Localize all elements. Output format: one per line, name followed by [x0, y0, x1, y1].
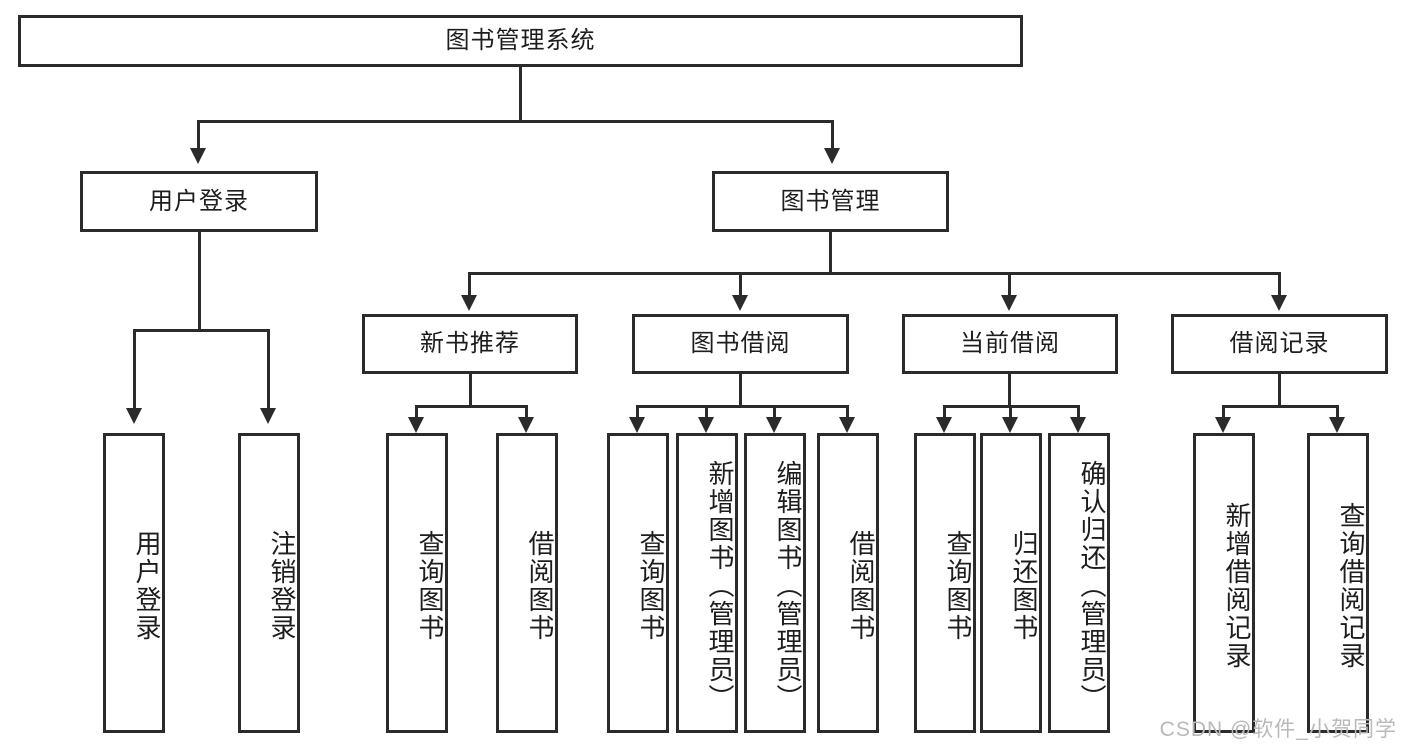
edge-book-manage-drop-3: [1008, 272, 1011, 296]
node-label: 新增图书（管理员）: [705, 460, 735, 712]
edge-root-to-book-manage: [831, 120, 834, 149]
arrow-to-leaf-query-book-2: [629, 417, 645, 433]
node-leaf-query-book-2[interactable]: 查询图书: [607, 433, 669, 733]
edge-root-stem: [519, 67, 522, 120]
edge-borrow-record-stem: [1278, 374, 1281, 405]
node-label: 用户登录: [149, 187, 249, 215]
node-leaf-query-book-1[interactable]: 查询图书: [386, 433, 448, 733]
edge-new-book-drop-1: [415, 405, 418, 418]
node-label: 图书管理系统: [445, 27, 596, 54]
arrow-to-leaf-logout-login: [260, 408, 276, 424]
node-label: 查询图书: [415, 530, 445, 642]
edge-book-borrow-stem: [739, 374, 742, 405]
node-new-book-recommend[interactable]: 新书推荐: [362, 314, 578, 374]
arrow-to-book-manage: [824, 148, 840, 164]
edge-new-book-stem: [469, 374, 472, 405]
node-label: 查询图书: [636, 530, 666, 642]
edge-current-borrow-drop-3: [1077, 405, 1080, 418]
edge-current-borrow-drop-2: [1009, 405, 1012, 418]
edge-book-borrow-drop-4: [846, 405, 849, 418]
node-label: 图书管理: [780, 187, 881, 215]
edge-book-manage-drop-2: [739, 272, 742, 296]
edge-user-login-drop-1: [133, 329, 136, 409]
edge-book-manage-drop-4: [1278, 272, 1281, 296]
edge-new-book-drop-2: [525, 405, 528, 418]
arrow-to-leaf-add-book: [698, 417, 714, 433]
edge-book-manage-stem: [829, 232, 832, 272]
edge-borrow-record-drop-1: [1222, 405, 1225, 418]
edge-user-login-bus: [133, 329, 270, 332]
edge-book-borrow-drop-3: [773, 405, 776, 418]
node-leaf-logout-login[interactable]: 注销登录: [238, 433, 300, 733]
node-leaf-confirm-return[interactable]: 确认归还（管理员）: [1048, 433, 1110, 733]
arrow-to-leaf-return-book: [1002, 417, 1018, 433]
edge-root-bus: [197, 120, 834, 123]
node-label: 用户登录: [132, 530, 162, 642]
node-root-system[interactable]: 图书管理系统: [18, 15, 1023, 67]
arrow-to-book-borrow: [732, 295, 748, 311]
edge-new-book-bus: [415, 405, 528, 408]
arrow-to-leaf-borrow-book-2: [839, 417, 855, 433]
node-label: 借阅图书: [525, 530, 555, 642]
node-label: 图书借阅: [690, 330, 791, 357]
node-label: 当前借阅: [960, 330, 1060, 357]
node-label: 借阅记录: [1229, 330, 1330, 357]
edge-book-manage-bus: [468, 272, 1281, 275]
arrow-to-leaf-edit-book: [766, 417, 782, 433]
node-leaf-query-record[interactable]: 查询借阅记录: [1307, 433, 1369, 733]
node-label: 借阅图书: [846, 530, 876, 642]
edge-book-borrow-bus: [636, 405, 849, 408]
edge-book-manage-drop-1: [468, 272, 471, 296]
node-label: 新增借阅记录: [1222, 502, 1252, 670]
node-label: 查询图书: [943, 530, 973, 642]
edge-current-borrow-drop-1: [943, 405, 946, 418]
arrow-to-leaf-add-record: [1215, 417, 1231, 433]
node-leaf-add-record[interactable]: 新增借阅记录: [1193, 433, 1255, 733]
edge-book-borrow-drop-1: [636, 405, 639, 418]
node-leaf-query-book-3[interactable]: 查询图书: [914, 433, 976, 733]
node-label: 确认归还（管理员）: [1077, 460, 1107, 712]
csdn-watermark: CSDN @软件_小贺同学: [1159, 718, 1397, 741]
node-leaf-add-book[interactable]: 新增图书（管理员）: [676, 433, 738, 733]
edge-root-to-user-login: [197, 120, 200, 149]
arrow-to-leaf-query-record: [1329, 417, 1345, 433]
node-label: 编辑图书（管理员）: [773, 460, 803, 712]
arrow-to-leaf-query-book-1: [408, 417, 424, 433]
node-label: 新书推荐: [420, 330, 520, 357]
edge-user-login-stem: [198, 232, 201, 329]
edge-borrow-record-bus: [1222, 405, 1339, 408]
arrow-to-current-borrow: [1001, 295, 1017, 311]
node-book-borrow[interactable]: 图书借阅: [632, 314, 849, 374]
arrow-to-borrow-record: [1271, 295, 1287, 311]
node-user-login[interactable]: 用户登录: [80, 171, 318, 232]
node-book-manage[interactable]: 图书管理: [712, 171, 949, 232]
node-leaf-user-login[interactable]: 用户登录: [103, 433, 165, 733]
edge-user-login-drop-2: [267, 329, 270, 409]
edge-current-borrow-stem: [1008, 374, 1011, 405]
node-label: 归还图书: [1009, 530, 1039, 642]
node-leaf-borrow-book-2[interactable]: 借阅图书: [817, 433, 879, 733]
node-borrow-record[interactable]: 借阅记录: [1171, 314, 1388, 374]
node-leaf-return-book[interactable]: 归还图书: [980, 433, 1042, 733]
arrow-to-user-login: [190, 148, 206, 164]
edge-borrow-record-drop-2: [1336, 405, 1339, 418]
arrow-to-leaf-confirm-return: [1070, 417, 1086, 433]
node-current-borrow[interactable]: 当前借阅: [902, 314, 1118, 374]
arrow-to-leaf-borrow-book-1: [518, 417, 534, 433]
edge-book-borrow-drop-2: [705, 405, 708, 418]
node-label: 查询借阅记录: [1336, 502, 1366, 670]
node-leaf-borrow-book-1[interactable]: 借阅图书: [496, 433, 558, 733]
arrow-to-leaf-user-login: [126, 408, 142, 424]
arrow-to-new-book-recommend: [461, 295, 477, 311]
node-leaf-edit-book[interactable]: 编辑图书（管理员）: [744, 433, 806, 733]
arrow-to-leaf-query-book-3: [936, 417, 952, 433]
node-label: 注销登录: [267, 530, 297, 642]
